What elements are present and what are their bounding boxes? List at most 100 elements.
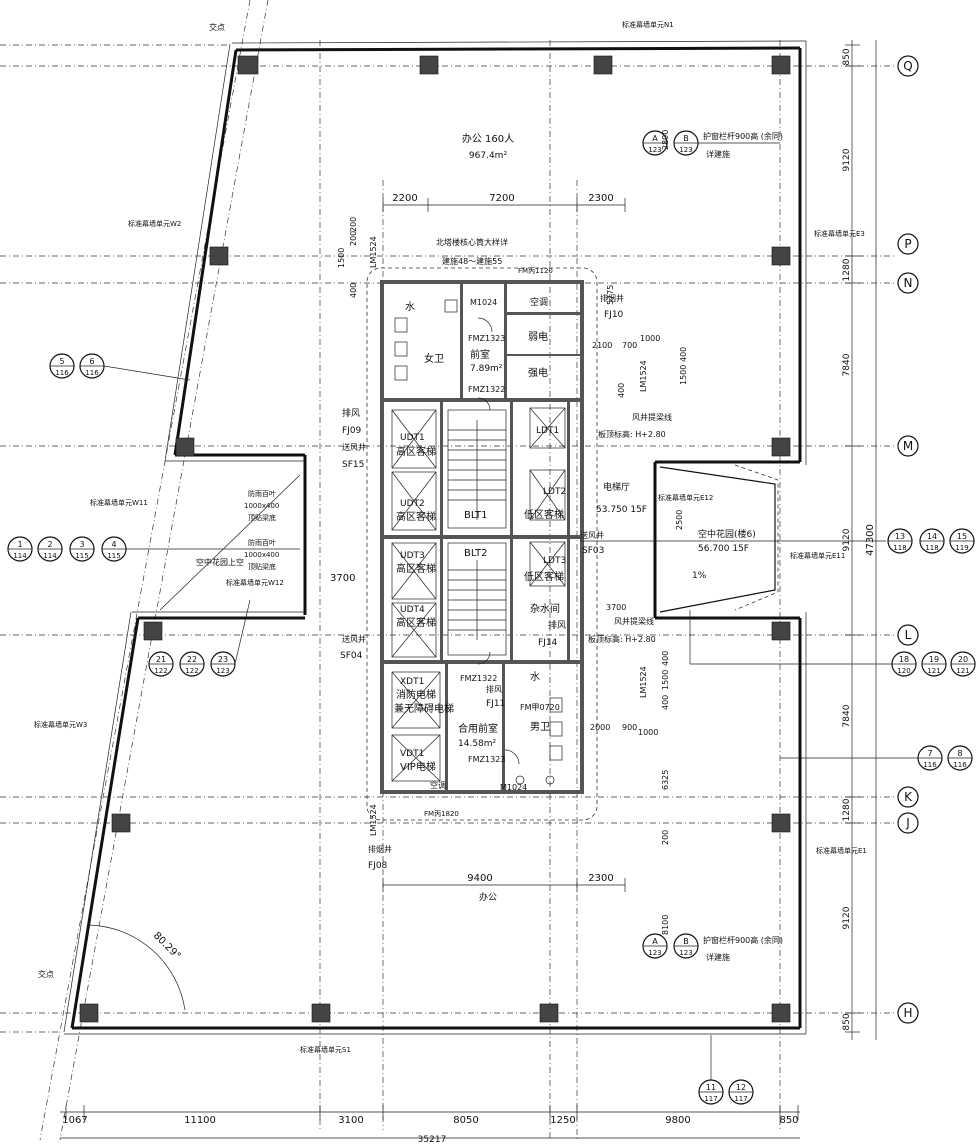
dim-b6: 850 [779,1115,798,1126]
axis-labels: Q P N M L K J H [903,59,913,1020]
label-shaft-beam-top: 风井提梁线 [632,412,672,422]
label-sf04: SF04 [340,651,363,661]
label-female-wc: 女卫 [424,352,444,365]
callout-23-num: 23 [218,655,228,664]
callout-8: 8 116 [947,745,973,771]
label-fj10: FJ10 [604,310,624,320]
label-male-wc: 男卫 [530,721,550,733]
callout-22: 22 122 [179,651,205,677]
label-ac-bot: 空调 [430,780,446,790]
core-dim-texts: 2200 7200 2300 9400 2300 [392,193,613,884]
dim-m17: 400 [661,651,670,666]
callout-5-sheet: 116 [55,369,69,377]
label-curtain-w11: 标准幕墙单元W11 [90,498,148,507]
dim-m4: 5775 [606,285,615,305]
label-udt1: UDT1 [400,433,425,443]
callout-a-top-num: A [652,134,658,143]
label-louver-4: 防雨百叶 [248,538,276,547]
label-lm1524-top: LM1524 [369,236,378,268]
callout-b-bot-sheet: 123 [679,949,692,957]
label-udt2: UDT2 [400,499,425,509]
callout-12: 12 117 [728,1079,754,1105]
label-shared-ante: 合用前室 [458,722,498,735]
callout-19: 19 121 [921,651,947,677]
callout-7: 7 116 [917,745,943,771]
label-m1024-bot: M1024 [500,783,527,792]
label-slope: 1% [692,571,707,581]
label-curtain-s1: 标准幕墙单元S1 [300,1045,351,1054]
label-guardrail-bot: 护窗栏杆900高 (余同) [703,935,783,945]
callout-13-sheet: 118 [893,544,906,552]
axis-label-k: K [904,790,913,804]
callout-15-num: 15 [957,532,967,541]
callout-21-num: 21 [156,655,166,664]
axis-label-l: L [905,628,912,642]
dim-r2: 1280 [842,258,852,281]
grid-lines [0,0,895,1141]
dim-r3: 7840 [842,353,852,376]
label-fj09: FJ09 [342,426,362,436]
annotation-labels: 排烟井 FJ10 LM1524 LM1524 LM1524 LM1524 风井提… [34,20,867,1054]
dim-m5: 2100 [592,341,612,350]
dim-m7: 1000 [640,334,660,343]
callout-21: 21 122 [148,651,174,677]
axis-label-h: H [903,1006,912,1020]
axis-label-q: Q [903,59,912,73]
label-slab-top-2: 板顶标高: H+2.80 [588,634,656,644]
callout-20-num: 20 [958,655,968,664]
callout-14: 14 118 [919,528,945,554]
office-top-area: 967.4m² [469,151,508,161]
callout-b-bot: B 123 [673,933,699,959]
dim-r7: 9120 [842,906,852,929]
label-guardrail-top: 护窗栏杆900高 (余同) [703,131,783,141]
axis-bubbles [897,55,919,1024]
callout-8-sheet: 116 [953,761,967,769]
dim-b0: 1067 [62,1115,87,1126]
bottom-dimensions [60,198,800,1139]
label-smoke-bot: 排烟井 [368,844,392,854]
callout-15-sheet: 119 [955,544,968,552]
dim-b5: 9800 [665,1115,690,1126]
callout-a-bot-num: A [652,937,658,946]
label-curtain-e11: 标准幕墙单元E11 [790,551,845,560]
label-exhaust-fj11: 排风 [486,684,502,694]
label-fj08: FJ08 [368,861,388,871]
dim-m2: 1500 [337,248,346,268]
callout-14-sheet: 118 [925,544,938,552]
dim-total-right: 47300 [865,524,876,556]
label-slab-top-1: 板顶标高: H+2.80 [598,429,666,439]
dim-m9: 1500 [679,365,688,385]
label-elev-hall: 电梯厅 [603,481,630,493]
label-high-zone-2: 高区客梯 [396,510,436,523]
label-high-zone-4: 高区客梯 [396,616,436,629]
office-labels: 办公 160人 967.4m² 办公 北塔楼核心筒大样详 建施48～建施55 [436,132,514,903]
callout-20: 20 121 [950,651,976,677]
dim-r4: 9120 [842,528,852,551]
label-louver-6: 顶贴梁底 [248,562,276,571]
stair-1 [447,409,507,529]
title-note-2: 建施48～建施55 [442,256,502,266]
label-strong: 强电 [528,366,548,379]
callout-18-num: 18 [899,655,909,664]
facade-outline [63,40,807,1035]
callout-3-num: 3 [79,540,84,549]
label-sky-garden: 空中花园(楼6) [698,528,756,540]
callout-a-top-sheet: 123 [648,146,661,154]
callout-23-sheet: 123 [216,667,229,675]
leader-lines [103,142,918,1080]
dim-r0: 850 [842,48,852,65]
dim-m23: 8100 [661,915,670,935]
label-supply-right: 送风井 [580,530,604,540]
stair-2 [447,542,507,656]
callout-19-sheet: 121 [927,667,940,675]
dim-total-bottom: 35217 [418,1135,447,1144]
label-curtain-e1: 标准幕墙单元E1 [816,846,867,855]
callout-1-sheet: 114 [13,552,27,560]
label-xdt1: XDT1 [400,677,424,687]
callout-11-num: 11 [706,1083,716,1092]
label-fmb1820: FM丙1820 [424,810,459,818]
label-vip-elev: VIP电梯 [400,760,436,773]
dim-b4: 1250 [550,1115,575,1126]
dim-m18: 1500 [661,670,670,690]
